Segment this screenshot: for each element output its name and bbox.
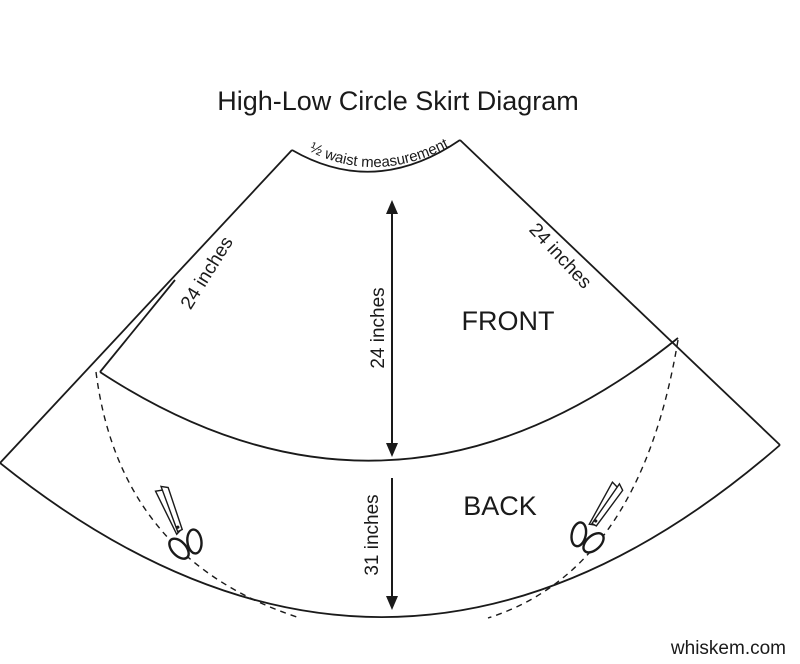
front-length-label: 24 inches	[368, 287, 389, 368]
left-inner-line	[99, 279, 176, 373]
scissors-icon	[561, 472, 636, 561]
left-side-length-label: 24 inches	[177, 233, 238, 313]
page-title: High-Low Circle Skirt Diagram	[217, 86, 579, 116]
site-credit: whiskem.com	[670, 638, 786, 659]
right-side-length-label: 24 inches	[525, 219, 596, 293]
right-side-line	[459, 139, 781, 446]
front-hem-curve	[99, 337, 679, 462]
right-cutting-line	[487, 339, 679, 619]
skirt-outline	[0, 139, 781, 619]
back-length-label: 31 inches	[362, 494, 383, 575]
front-length-arrow	[386, 200, 398, 457]
back-section-label: BACK	[463, 491, 537, 521]
waist-curve	[291, 139, 461, 173]
left-cutting-line	[95, 371, 301, 619]
scissors-icon	[141, 477, 211, 567]
front-section-label: FRONT	[462, 306, 555, 336]
left-side-line	[0, 149, 293, 464]
back-hem-curve	[0, 444, 781, 619]
back-length-arrow	[386, 478, 398, 610]
